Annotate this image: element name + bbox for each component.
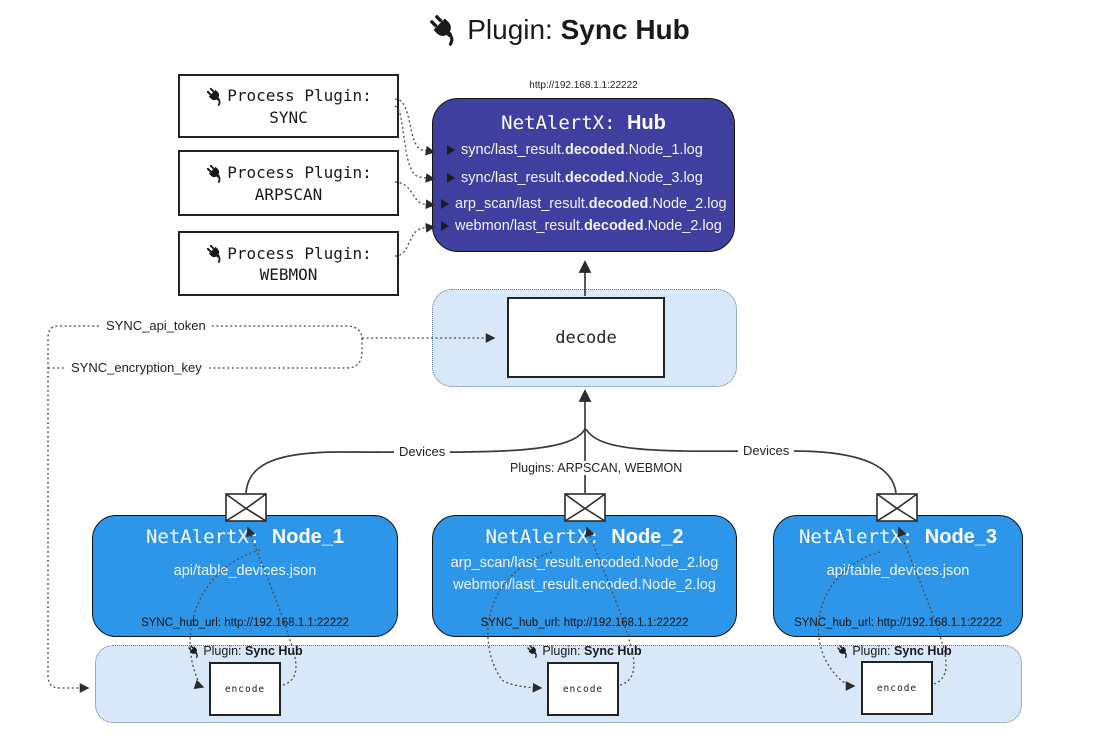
process-plugin-sync: Process Plugin: SYNC xyxy=(178,74,399,138)
arrowhead-icon xyxy=(447,173,455,183)
process-plugin-name: SYNC xyxy=(269,107,308,127)
page-title-label: Plugin: xyxy=(467,14,553,45)
arrowhead-icon xyxy=(441,221,449,231)
node-file: api/table_devices.json xyxy=(173,563,317,579)
node-title: NetAlertX: Node_2 xyxy=(485,526,684,548)
arrowhead-icon xyxy=(447,145,455,155)
node-file: webmon/last_result.encoded.Node_2.log xyxy=(453,577,716,593)
decode-box: decode xyxy=(507,297,665,378)
hub-log-line: sync/last_result.decoded.Node_1.log xyxy=(447,140,728,161)
decode-label: decode xyxy=(555,327,617,348)
plug-icon xyxy=(205,163,225,183)
node-hub-url: SYNC_hub_url: http://192.168.1.1:22222 xyxy=(794,617,1002,629)
plug-icon xyxy=(836,644,850,658)
node-file: arp_scan/last_result.encoded.Node_2.log xyxy=(450,555,719,571)
node-title: NetAlertX: Node_1 xyxy=(145,526,345,548)
encode-box-node2: encode xyxy=(547,662,619,716)
node-2-box: NetAlertX: Node_2 arp_scan/last_result.e… xyxy=(432,515,737,637)
arrowhead-icon xyxy=(441,199,449,209)
process-plugin-name: ARPSCAN xyxy=(254,184,323,204)
edge-label-devices-right: Devices xyxy=(738,443,795,458)
plug-icon xyxy=(205,86,225,106)
node-1-box: NetAlertX: Node_1 api/table_devices.json… xyxy=(92,515,398,637)
hub-log-line: webmon/last_result.decoded.Node_2.log xyxy=(441,216,728,237)
plug-icon xyxy=(205,243,225,263)
edge-arpscan-to-log3 xyxy=(394,181,436,210)
encode-plugin-label: Plugin: Sync Hub xyxy=(494,644,674,658)
hub-title-prefix: NetAlertX: xyxy=(501,112,616,134)
node-title: NetAlertX: Node_3 xyxy=(798,526,998,548)
process-plugin-webmon: Process Plugin: WEBMON xyxy=(178,231,399,296)
process-plugin-name: WEBMON xyxy=(259,265,318,284)
process-plugin-label: Process Plugin: xyxy=(227,243,372,263)
process-plugin-label: Process Plugin: xyxy=(227,86,372,105)
plug-icon xyxy=(526,644,540,658)
node-file: api/table_devices.json xyxy=(826,563,970,579)
edge-label-plugins: Plugins: ARPSCAN, WEBMON xyxy=(505,461,688,475)
encode-plugin-label: Plugin: Sync Hub xyxy=(804,644,984,658)
edge-sync-to-log1 xyxy=(394,98,436,156)
process-plugin-label: Process Plugin: xyxy=(227,163,372,182)
node-hub-url: SYNC_hub_url: http://192.168.1.1:22222 xyxy=(141,617,349,629)
process-plugin-arpscan: Process Plugin: ARPSCAN xyxy=(178,150,399,216)
edge-sync-to-log2 xyxy=(394,105,436,183)
hub-box: NetAlertX: Hub sync/last_result.decoded.… xyxy=(432,98,735,252)
page-title-name: Sync Hub xyxy=(560,14,690,45)
edge-webmon-to-log4 xyxy=(394,222,436,257)
hub-log-line: sync/last_result.decoded.Node_3.log xyxy=(447,168,728,189)
hub-log-line: arp_scan/last_result.decoded.Node_2.log xyxy=(441,194,728,215)
node-3-box: NetAlertX: Node_3 api/table_devices.json… xyxy=(773,515,1023,637)
node-hub-url: SYNC_hub_url: http://192.168.1.1:22222 xyxy=(480,617,689,629)
page-title: Plugin: Sync Hub xyxy=(0,12,1117,46)
setting-sync-api-token: SYNC_api_token xyxy=(101,318,211,333)
plug-icon xyxy=(427,12,461,46)
encode-plugin-label: Plugin: Sync Hub xyxy=(155,644,335,658)
setting-sync-encryption-key: SYNC_encryption_key xyxy=(66,360,207,375)
hub-title-name: Hub xyxy=(626,112,666,134)
encode-box-node3: encode xyxy=(861,661,933,715)
hub-url: http://192.168.1.1:22222 xyxy=(529,80,638,91)
encode-box-node1: encode xyxy=(209,662,281,716)
plug-icon xyxy=(187,644,201,658)
edge-label-devices-left: Devices xyxy=(394,444,451,459)
hub-title: NetAlertX: Hub xyxy=(433,112,734,135)
